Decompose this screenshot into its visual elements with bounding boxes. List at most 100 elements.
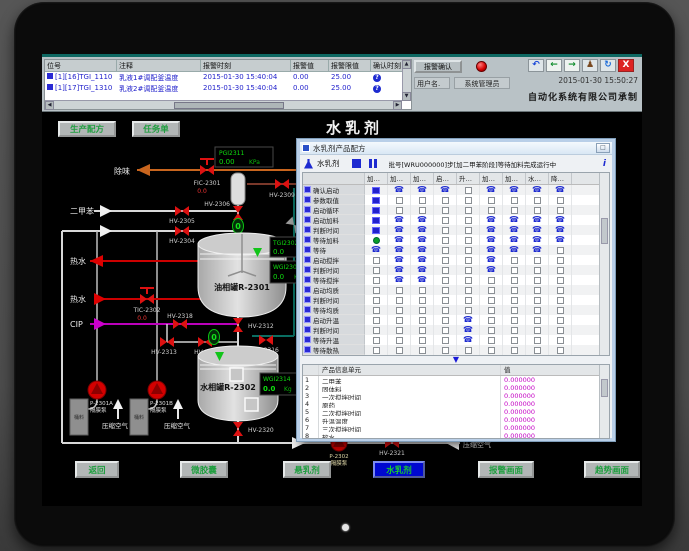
- phone-icon[interactable]: ☎: [463, 315, 473, 324]
- step-row-label[interactable]: 判断时间: [303, 295, 365, 305]
- step-cell[interactable]: ☎: [411, 225, 434, 235]
- step-cell[interactable]: [434, 285, 457, 295]
- forward-arrow-icon[interactable]: →: [564, 59, 580, 72]
- checkbox-icon[interactable]: [418, 196, 426, 204]
- checkbox-icon[interactable]: [510, 286, 518, 294]
- phone-icon[interactable]: ☎: [394, 255, 404, 264]
- step-cell[interactable]: [480, 205, 503, 215]
- step-cell[interactable]: [388, 295, 411, 305]
- step-cell[interactable]: [365, 205, 388, 215]
- step-cell[interactable]: [434, 235, 457, 245]
- step-cell[interactable]: ☎: [480, 255, 503, 265]
- checkbox-icon[interactable]: [395, 316, 403, 324]
- step-cell[interactable]: [526, 345, 549, 355]
- step-cell[interactable]: ☎: [526, 185, 549, 195]
- checkbox-icon[interactable]: [533, 276, 541, 284]
- step-cell[interactable]: [549, 295, 572, 305]
- checkbox-icon[interactable]: [464, 286, 472, 294]
- step-cell[interactable]: [480, 305, 503, 315]
- pump-p2301b[interactable]: 桶料 P-2301B 隔膜泵 压缩空气: [129, 380, 191, 436]
- step-cell[interactable]: [480, 315, 503, 325]
- step-row-label[interactable]: 等待散热: [303, 345, 365, 355]
- phone-icon[interactable]: ☎: [417, 255, 427, 264]
- checkbox-icon[interactable]: [510, 266, 518, 274]
- step-cell[interactable]: [526, 205, 549, 215]
- step-cell[interactable]: [388, 315, 411, 325]
- checkbox-icon[interactable]: [487, 196, 495, 204]
- step-cell[interactable]: [480, 345, 503, 355]
- checkbox-icon[interactable]: [556, 326, 564, 334]
- step-cell[interactable]: [388, 325, 411, 335]
- step-cell[interactable]: [480, 325, 503, 335]
- checkbox-icon[interactable]: [556, 256, 564, 264]
- step-cell[interactable]: [434, 205, 457, 215]
- phone-icon[interactable]: ☎: [555, 225, 565, 234]
- step-cell[interactable]: [365, 315, 388, 325]
- checkbox-icon[interactable]: [372, 286, 380, 294]
- checkbox-icon[interactable]: [441, 336, 449, 344]
- step-cell[interactable]: [434, 245, 457, 255]
- phone-icon[interactable]: ☎: [486, 225, 496, 234]
- step-cell[interactable]: [411, 315, 434, 325]
- checkbox-icon[interactable]: [510, 206, 518, 214]
- alarm-screen-button[interactable]: 报警画面: [478, 461, 534, 478]
- step-row-label[interactable]: 判断时间: [303, 225, 365, 235]
- back-button[interactable]: 返回: [75, 461, 119, 478]
- phone-icon[interactable]: ☎: [555, 215, 565, 224]
- step-cell[interactable]: ☎: [388, 185, 411, 195]
- checkbox-icon[interactable]: [372, 276, 380, 284]
- step-cell[interactable]: [526, 295, 549, 305]
- step-cell[interactable]: ☎: [388, 265, 411, 275]
- step-cell[interactable]: ☎: [549, 185, 572, 195]
- step-cell[interactable]: [365, 335, 388, 345]
- checkbox-icon[interactable]: [441, 196, 449, 204]
- checkbox-icon[interactable]: [464, 236, 472, 244]
- phone-icon[interactable]: ☎: [417, 185, 427, 194]
- step-cell[interactable]: [365, 345, 388, 355]
- checkbox-icon[interactable]: [418, 296, 426, 304]
- step-cell[interactable]: [480, 285, 503, 295]
- checkbox-icon[interactable]: [418, 316, 426, 324]
- step-cell[interactable]: [434, 255, 457, 265]
- step-cell[interactable]: [480, 335, 503, 345]
- phone-icon[interactable]: ☎: [486, 235, 496, 244]
- checkbox-icon[interactable]: [510, 316, 518, 324]
- step-cell[interactable]: [526, 315, 549, 325]
- checkbox-icon[interactable]: [556, 296, 564, 304]
- step-cell[interactable]: [526, 195, 549, 205]
- checkbox-icon[interactable]: [510, 326, 518, 334]
- checkbox-icon[interactable]: [395, 206, 403, 214]
- step-cell[interactable]: ☎: [457, 335, 480, 345]
- checkbox-icon[interactable]: [487, 276, 495, 284]
- step-cell[interactable]: [503, 275, 526, 285]
- step-cell[interactable]: [434, 345, 457, 355]
- step-cell[interactable]: [457, 235, 480, 245]
- phone-icon[interactable]: ☎: [509, 235, 519, 244]
- step-row-label[interactable]: 确认启动: [303, 185, 365, 195]
- step-cell[interactable]: [434, 265, 457, 275]
- checkbox-icon[interactable]: [441, 256, 449, 264]
- checkbox-icon[interactable]: [533, 286, 541, 294]
- checkbox-icon[interactable]: [441, 316, 449, 324]
- step-cell[interactable]: [457, 245, 480, 255]
- step-cell[interactable]: [549, 195, 572, 205]
- step-cell[interactable]: [365, 305, 388, 315]
- checkbox-icon[interactable]: [372, 336, 380, 344]
- step-cell[interactable]: [480, 195, 503, 205]
- step-cell[interactable]: ☎: [388, 275, 411, 285]
- step-cell[interactable]: ☎: [503, 225, 526, 235]
- checkbox-icon[interactable]: [464, 346, 472, 354]
- phone-icon[interactable]: ☎: [532, 245, 542, 254]
- valves[interactable]: [140, 158, 399, 448]
- step-cell[interactable]: [411, 305, 434, 315]
- checkbox-icon[interactable]: [464, 226, 472, 234]
- step-cell[interactable]: [457, 195, 480, 205]
- grid-vscrollbar[interactable]: [599, 173, 609, 355]
- step-cell[interactable]: [388, 285, 411, 295]
- microcapsule-button[interactable]: 微胶囊: [180, 461, 228, 478]
- checkbox-icon[interactable]: [395, 326, 403, 334]
- checkbox-icon[interactable]: [418, 306, 426, 314]
